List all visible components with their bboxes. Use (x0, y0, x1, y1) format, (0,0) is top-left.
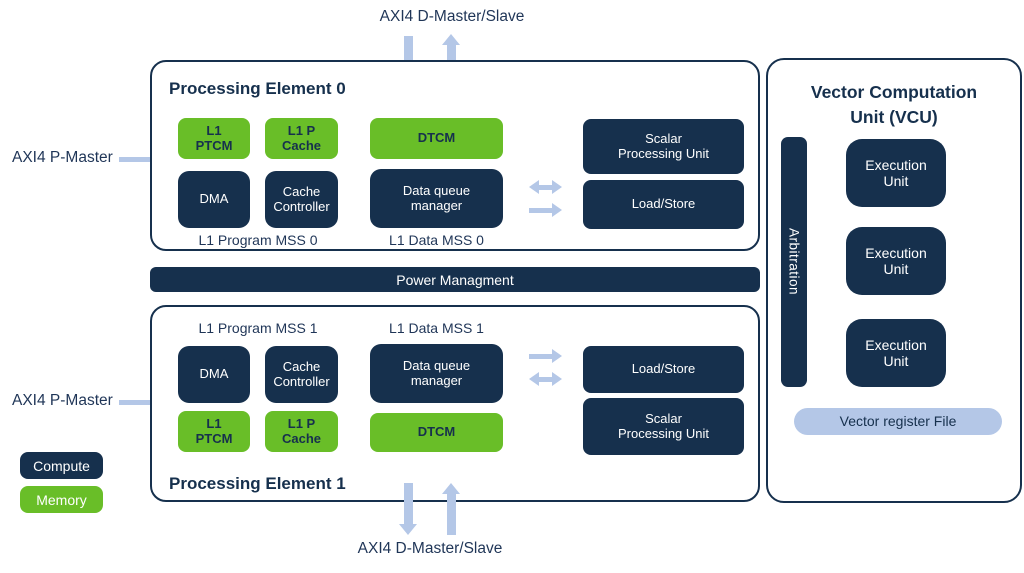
arrow-head (529, 180, 539, 194)
pe1-l1-p-cache-block: L1 P Cache (265, 411, 338, 452)
pe1-double-arrow-icon (529, 372, 562, 386)
pe1-cache-controller-block: Cache Controller (265, 346, 338, 403)
pe0-right-arrow-icon (529, 203, 562, 217)
axi4-p-master-top-line (119, 157, 168, 162)
arrow-head (399, 524, 417, 535)
legend-memory-chip: Memory (20, 486, 103, 513)
pe1-data-queue-manager-block: Data queue manager (370, 344, 503, 403)
arrow-down-out-of-pe1-icon (399, 483, 417, 535)
arrow-shaft (403, 36, 413, 73)
processing-element-0-box: Processing Element 0 L1 PTCM L1 P Cache … (150, 60, 760, 251)
pe1-scalar-processing-unit-block: Scalar Processing Unit (583, 398, 744, 455)
pe0-data-queue-manager-block: Data queue manager (370, 169, 503, 228)
pe1-dtcm-block: DTCM (370, 413, 503, 452)
arrow-head (552, 372, 562, 386)
vcu-arbitration-bar: Arbitration (781, 137, 807, 387)
legend-compute-chip: Compute (20, 452, 103, 479)
pe0-load-store-block: Load/Store (583, 180, 744, 229)
power-management-bar: Power Managment (150, 267, 760, 292)
axi4-d-master-slave-top-label: AXI4 D-Master/Slave (379, 8, 525, 25)
pe1-title: Processing Element 1 (169, 474, 346, 493)
pe1-l1-ptcm-block: L1 PTCM (178, 411, 250, 452)
arrow-shaft (446, 494, 456, 535)
arrow-up-into-pe1-icon (442, 483, 460, 535)
vector-computation-unit-box: Vector Computation Unit (VCU) Arbitratio… (766, 58, 1022, 503)
pe0-dma-block: DMA (178, 171, 250, 228)
pe0-scalar-processing-unit-block: Scalar Processing Unit (583, 119, 744, 174)
arrow-shaft (403, 483, 413, 524)
axi4-p-master-bottom-label: AXI4 P-Master (12, 392, 113, 409)
vcu-execution-unit-3-block: Execution Unit (846, 319, 946, 387)
pe1-l1-data-mss-label: L1 Data MSS 1 (389, 320, 484, 336)
pe0-l1-program-mss-label: L1 Program MSS 0 (198, 232, 318, 248)
arrow-head (529, 372, 539, 386)
axi4-p-master-bottom-line (119, 400, 168, 405)
vcu-execution-unit-2-block: Execution Unit (846, 227, 946, 295)
pe1-dma-block: DMA (178, 346, 250, 403)
arrow-head (552, 203, 562, 217)
pe0-double-arrow-icon (529, 180, 562, 194)
arrow-head (552, 180, 562, 194)
axi4-p-master-top-label: AXI4 P-Master (12, 149, 113, 166)
arrow-shaft (539, 376, 552, 382)
pe0-title: Processing Element 0 (169, 79, 346, 98)
pe0-l1-p-cache-block: L1 P Cache (265, 118, 338, 159)
pe1-load-store-block: Load/Store (583, 346, 744, 393)
pe0-l1-ptcm-block: L1 PTCM (178, 118, 250, 159)
vcu-vector-register-file-pill: Vector register File (794, 408, 1002, 435)
axi4-d-master-slave-bottom-label: AXI4 D-Master/Slave (357, 540, 503, 557)
pe1-right-arrow-icon (529, 349, 562, 363)
processing-element-1-box: L1 Program MSS 1 L1 Data MSS 1 DMA Cache… (150, 305, 760, 502)
arrow-shaft (529, 207, 552, 213)
pe1-l1-program-mss-label: L1 Program MSS 1 (198, 320, 318, 336)
vcu-title: Vector Computation Unit (VCU) (810, 82, 978, 128)
arrow-shaft (539, 184, 552, 190)
arrow-head (552, 349, 562, 363)
pe0-l1-data-mss-label: L1 Data MSS 0 (389, 232, 484, 248)
vcu-execution-unit-1-block: Execution Unit (846, 139, 946, 207)
pe0-cache-controller-block: Cache Controller (265, 171, 338, 228)
arrow-head (442, 483, 460, 494)
arrow-head (442, 34, 460, 45)
arrow-shaft (529, 353, 552, 359)
pe0-dtcm-block: DTCM (370, 118, 503, 159)
